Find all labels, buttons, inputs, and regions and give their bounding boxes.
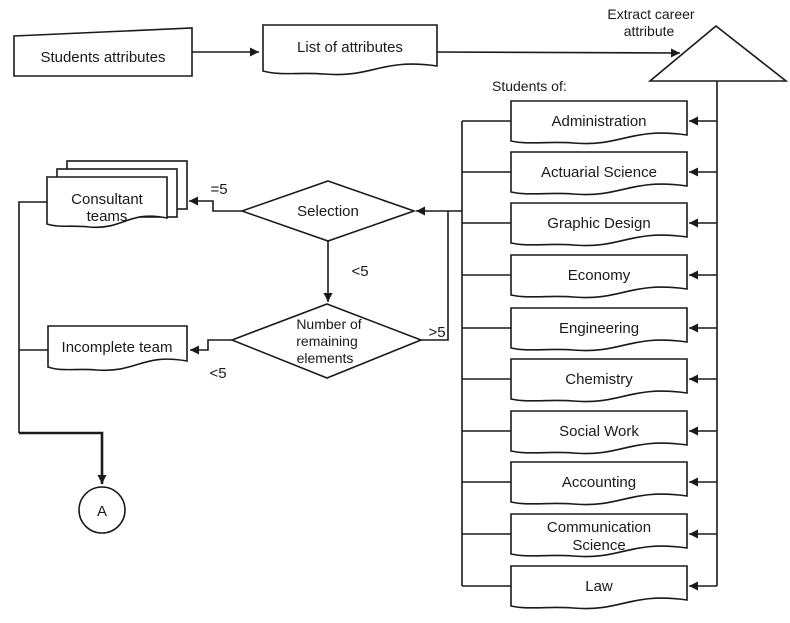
edge-left-bus [18, 201, 47, 433]
career-document-economy: Economy [510, 254, 688, 299]
career-document-social-work: Social Work [510, 410, 688, 455]
remaining-elements-diamond-shape [229, 303, 424, 379]
career-label-line2: Science [572, 537, 625, 554]
node-remaining-elements: Number of remaining elements [229, 303, 424, 379]
extract-triangle-shape [647, 24, 789, 82]
students-of-label: Students of: [492, 78, 567, 94]
career-document-accounting: Accounting [510, 461, 688, 506]
edge-label-equals-5: =5 [210, 181, 227, 198]
edge-bus-to-connector-a [19, 431, 107, 484]
extract-career-label-line1: Extract career [607, 6, 694, 22]
career-label: Administration [551, 113, 646, 130]
consultant-teams-sheet-front [46, 176, 168, 229]
career-document-actuarial-science: Actuarial Science [510, 151, 688, 196]
edge-label-greater-5: >5 [428, 324, 445, 341]
extract-career-label-line2: attribute [624, 23, 675, 39]
career-label: Engineering [559, 320, 639, 337]
edge-label-less-5-top: <5 [351, 263, 368, 280]
career-document-administration: Administration [510, 100, 688, 145]
career-label-line1: Communication [547, 519, 651, 536]
node-list-of-attributes: List of attributes [262, 24, 438, 76]
edge-remaining-gt5-return [421, 211, 449, 341]
remaining-elements-label-line2: remaining [296, 333, 357, 349]
connector-a-label: A [97, 503, 107, 520]
career-label: Social Work [559, 423, 639, 440]
career-label: Chemistry [565, 371, 633, 388]
career-document-engineering: Engineering [510, 307, 688, 352]
edge-label-less-5-bottom: <5 [209, 365, 226, 382]
edge-list-to-extract [436, 48, 681, 58]
edge-selection-to-teams [189, 196, 242, 212]
edge-remaining-to-incomplete [190, 339, 232, 355]
students-attributes-label: Students attributes [40, 49, 165, 66]
career-documents: Administration Actuarial Science Graphic… [510, 100, 688, 610]
career-label: Accounting [562, 474, 636, 491]
consultant-teams-label-line1: Consultant [71, 191, 144, 208]
node-connector-a: A [78, 486, 126, 534]
career-document-communication-science: Communication Science [510, 513, 688, 558]
edges [18, 47, 718, 591]
consultant-teams-label-line2: teams [87, 208, 128, 225]
node-incomplete-team: Incomplete team [47, 325, 188, 372]
node-students-attributes: Students attributes [13, 27, 193, 77]
selection-label: Selection [297, 203, 359, 220]
career-label: Economy [568, 267, 631, 284]
remaining-elements-label-line3: elements [297, 350, 354, 366]
node-selection: Selection [239, 180, 417, 242]
incomplete-team-shape [47, 325, 188, 372]
career-document-chemistry: Chemistry [510, 358, 688, 403]
list-of-attributes-label: List of attributes [297, 39, 403, 56]
students-attributes-shape [13, 27, 193, 77]
node-extract-career: Extract career attribute [607, 6, 789, 82]
node-consultant-teams: Consultant teams [46, 160, 188, 229]
career-document-graphic-design: Graphic Design [510, 202, 688, 247]
list-of-attributes-shape [262, 24, 438, 76]
career-document-law: Law [510, 565, 688, 610]
connector-a-shape [78, 486, 126, 534]
career-label: Graphic Design [547, 215, 650, 232]
remaining-elements-label-line1: Number of [296, 316, 361, 332]
incomplete-team-label: Incomplete team [62, 339, 173, 356]
selection-diamond-shape [239, 180, 417, 242]
career-label: Actuarial Science [541, 164, 657, 181]
career-label: Law [585, 578, 613, 595]
